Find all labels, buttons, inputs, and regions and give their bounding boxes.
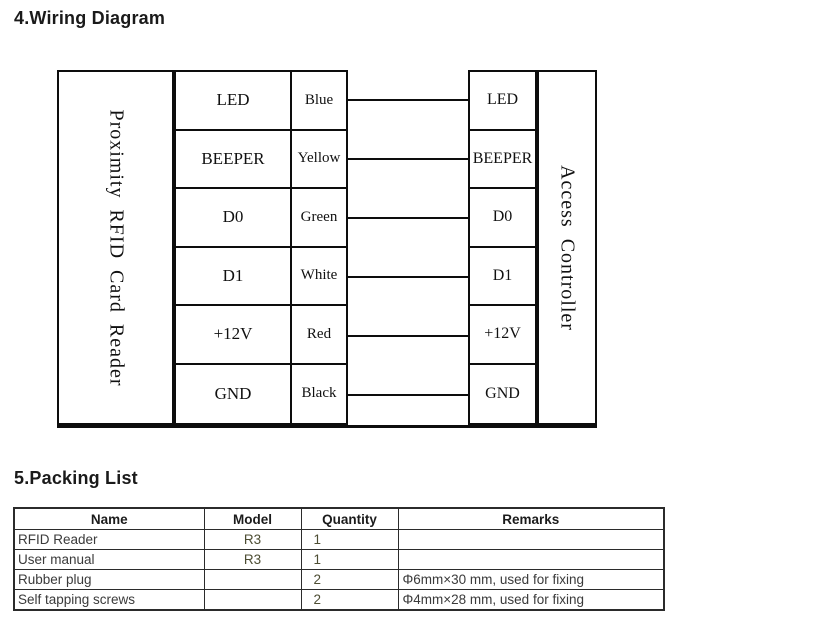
row4-remarks: Φ4mm×28 mm, used for fixing — [397, 589, 665, 611]
reader-device-label: Proximity RFID Card Reader — [105, 108, 127, 387]
row3-remarks: Φ6mm×30 mm, used for fixing — [397, 569, 665, 590]
wiring-diagram-heading: 4.Wiring Diagram — [14, 8, 166, 28]
table-row: Self tapping screws 2 Φ4mm×28 mm, used f… — [13, 589, 665, 611]
wire-line-yellow — [348, 158, 468, 160]
row4-name: Self tapping screws — [13, 589, 205, 611]
controller-device-box: Access Controller — [537, 70, 597, 425]
header-quantity: Quantity — [300, 507, 399, 530]
row3-name: Rubber plug — [13, 569, 205, 590]
row3-quantity: 2 — [300, 569, 399, 590]
diagram-bottom-line — [57, 425, 597, 428]
controller-pin-12v: +12V — [470, 306, 535, 365]
reader-pin-led: LED — [176, 72, 292, 131]
controller-pin-d0: D0 — [470, 189, 535, 248]
row3-model — [203, 569, 302, 590]
controller-pin-grid: LED BEEPER D0 D1 +12V GND — [468, 70, 537, 425]
header-remarks: Remarks — [397, 507, 665, 530]
reader-pin-grid: LED Blue BEEPER Yellow D0 Green D1 White… — [174, 70, 348, 425]
header-model: Model — [203, 507, 302, 530]
table-row: User manual R3 1 — [13, 549, 665, 570]
table-row: RFID Reader R3 1 — [13, 529, 665, 550]
wire-line-white — [348, 276, 468, 278]
row2-quantity: 1 — [300, 549, 399, 570]
controller-pin-gnd: GND — [485, 384, 520, 402]
wire-line-blue — [348, 99, 468, 101]
wire-color-red: Red — [292, 306, 346, 365]
row2-model: R3 — [203, 549, 302, 570]
wire-color-blue: Blue — [292, 72, 346, 131]
row1-quantity: 1 — [300, 529, 399, 550]
header-name: Name — [13, 507, 205, 530]
wire-line-red — [348, 335, 468, 337]
row1-model: R3 — [203, 529, 302, 550]
wire-color-black: Black — [301, 385, 337, 402]
wire-line-green — [348, 217, 468, 219]
wire-color-white: White — [292, 248, 346, 306]
packing-list-heading: 5.Packing List — [14, 468, 138, 488]
reader-pin-d1: D1 — [176, 247, 292, 306]
reader-pin-12v: +12V — [176, 306, 292, 365]
reader-device-box: Proximity RFID Card Reader — [57, 70, 174, 425]
controller-pin-beeper: BEEPER — [470, 131, 535, 189]
row4-model — [203, 589, 302, 611]
controller-pin-led: LED — [470, 72, 535, 131]
controller-device-label: Access Controller — [556, 164, 579, 331]
reader-pin-beeper: BEEPER — [176, 130, 292, 189]
wire-color-yellow: Yellow — [292, 131, 346, 189]
table-row: Rubber plug 2 Φ6mm×30 mm, used for fixin… — [13, 569, 665, 590]
wire-color-green: Green — [292, 189, 346, 248]
row1-name: RFID Reader — [13, 529, 205, 550]
packing-list-table: Name Model Quantity Remarks RFID Reader … — [13, 507, 665, 611]
wire-line-black — [348, 394, 468, 396]
row2-remarks — [397, 549, 665, 570]
row2-name: User manual — [13, 549, 205, 570]
row1-remarks — [397, 529, 665, 550]
row4-quantity: 2 — [300, 589, 399, 611]
table-header-row: Name Model Quantity Remarks — [13, 507, 665, 530]
controller-pin-d1: D1 — [470, 248, 535, 306]
reader-pin-d0: D0 — [176, 189, 292, 248]
reader-pin-gnd: GND — [176, 364, 292, 423]
